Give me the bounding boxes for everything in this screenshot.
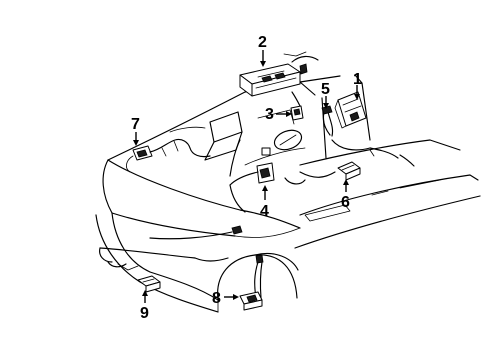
- part-8-front-crash-sensor: [239, 254, 264, 311]
- callout-arrowhead-6: [343, 179, 349, 185]
- callout-number-8: 8: [212, 290, 221, 307]
- callout-number-5: 5: [321, 81, 330, 98]
- callout-number-4: 4: [260, 203, 269, 220]
- callout-arrowhead-9: [142, 290, 148, 296]
- part-2-passenger-airbag-module: [239, 51, 319, 107]
- part-5-wiring-pigtail: [321, 105, 334, 137]
- callout-arrowhead-1: [354, 94, 360, 100]
- callout-number-1: 1: [353, 71, 362, 88]
- callout-arrowhead-7: [133, 140, 139, 146]
- part-4-impact-sensor: [229, 147, 275, 186]
- callout-number-3: 3: [265, 106, 274, 123]
- callout-arrowhead-2: [260, 61, 266, 67]
- callout-number-7: 7: [131, 116, 140, 133]
- callout-number-6: 6: [341, 194, 350, 211]
- part-6-side-impact-sensor: [337, 161, 361, 181]
- part-3-sensor-connector: [290, 105, 304, 121]
- callout-number-9: 9: [140, 305, 149, 322]
- callout-number-2: 2: [258, 34, 267, 51]
- part-9-mounting-bracket: [137, 275, 161, 293]
- vehicle-body-outline: [95, 74, 481, 313]
- callout-arrowhead-8: [233, 294, 239, 300]
- callouts: 1 2 3 4 5 6 7 8 9: [131, 34, 362, 322]
- part-7-front-sensor-harness: [126, 138, 211, 173]
- part-1-side-airbag-module: [334, 91, 367, 129]
- callout-arrowhead-5: [323, 103, 329, 109]
- main-wiring-harness: [99, 139, 415, 271]
- callout-arrowhead-3: [286, 111, 292, 117]
- callout-arrowhead-4: [262, 185, 268, 191]
